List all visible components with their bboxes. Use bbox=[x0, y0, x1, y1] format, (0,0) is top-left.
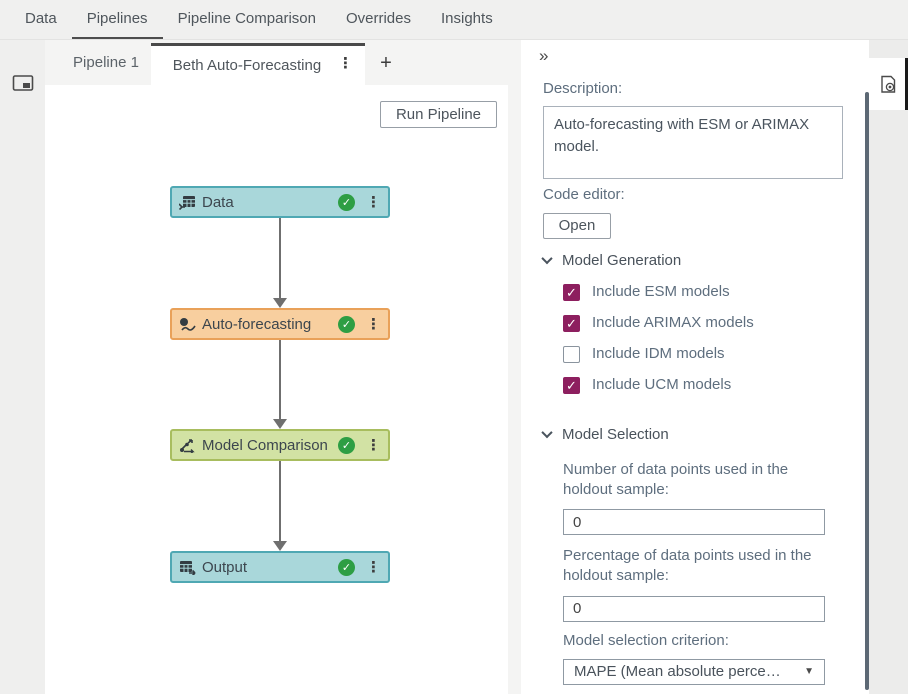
data-table-icon bbox=[179, 195, 196, 210]
collapse-panel-icon[interactable]: » bbox=[539, 46, 549, 65]
holdout-number-input[interactable] bbox=[563, 509, 825, 535]
node-output[interactable]: Output ✓ ⋮ bbox=[170, 551, 390, 583]
node-menu-icon[interactable]: ⋮ bbox=[366, 315, 381, 333]
chevron-down-icon bbox=[541, 426, 553, 439]
top-tab-bar: Data Pipelines Pipeline Comparison Overr… bbox=[0, 0, 908, 40]
pipeline-tab-active[interactable]: Beth Auto-Forecasting ⋮ bbox=[151, 43, 365, 85]
status-complete-icon: ✓ bbox=[338, 315, 355, 333]
holdout-percent-input[interactable] bbox=[563, 595, 825, 622]
chevron-down-icon bbox=[541, 252, 553, 265]
checkbox-row-esm: Include ESM models bbox=[563, 283, 847, 303]
connector-line bbox=[279, 340, 281, 419]
section-model-generation[interactable]: Model Generation bbox=[541, 251, 847, 269]
tab-pipelines[interactable]: Pipelines bbox=[71, 0, 163, 39]
dropdown-arrow-icon: ▼ bbox=[804, 666, 814, 678]
connector-arrowhead bbox=[273, 298, 287, 308]
node-menu-icon[interactable]: ⋮ bbox=[366, 193, 381, 211]
node-label: Output bbox=[202, 558, 248, 576]
include-ucm-checkbox[interactable] bbox=[563, 377, 580, 394]
criterion-dropdown[interactable]: MAPE (Mean absolute perce… ▼ bbox=[563, 658, 825, 685]
checkbox-row-idm: Include IDM models bbox=[563, 345, 847, 365]
node-model-comparison[interactable]: Model Comparison ✓ ⋮ bbox=[170, 429, 390, 461]
properties-tool-button[interactable] bbox=[869, 58, 908, 110]
connector-arrowhead bbox=[273, 541, 287, 551]
active-tool-indicator bbox=[905, 58, 908, 110]
open-code-editor-button[interactable]: Open bbox=[543, 212, 611, 239]
tab-insights[interactable]: Insights bbox=[441, 10, 493, 27]
connector-line bbox=[279, 461, 281, 541]
node-data[interactable]: Data ✓ ⋮ bbox=[170, 186, 390, 218]
right-tool-strip bbox=[869, 40, 908, 694]
tab-menu-icon[interactable]: ⋮ bbox=[338, 55, 353, 72]
panel-divider bbox=[508, 40, 521, 694]
pipeline-tab-label: Beth Auto-Forecasting bbox=[172, 57, 322, 74]
properties-document-icon bbox=[881, 75, 896, 93]
model-comparison-icon bbox=[179, 438, 196, 453]
criterion-label: Model selection criterion: bbox=[563, 631, 729, 649]
add-pipeline-button[interactable]: + bbox=[380, 51, 392, 74]
checkbox-row-arimax: Include ARIMAX models bbox=[563, 314, 847, 334]
section-title: Model Selection bbox=[562, 425, 669, 443]
include-idm-checkbox[interactable] bbox=[563, 346, 580, 363]
checkbox-label: Include ESM models bbox=[592, 283, 730, 301]
node-label: Auto-forecasting bbox=[202, 315, 312, 333]
section-model-selection[interactable]: Model Selection bbox=[541, 425, 847, 443]
show-panel-icon[interactable] bbox=[12, 74, 34, 92]
criterion-value: MAPE (Mean absolute perce… bbox=[574, 663, 781, 681]
tab-pipeline-comparison[interactable]: Pipeline Comparison bbox=[177, 10, 316, 27]
section-title: Model Generation bbox=[562, 251, 682, 269]
tab-overrides[interactable]: Overrides bbox=[345, 10, 411, 27]
left-tool-strip bbox=[0, 40, 45, 694]
code-editor-label: Code editor: bbox=[543, 186, 625, 204]
node-menu-icon[interactable]: ⋮ bbox=[366, 436, 381, 454]
node-menu-icon[interactable]: ⋮ bbox=[366, 558, 381, 576]
include-arimax-checkbox[interactable] bbox=[563, 315, 580, 332]
status-complete-icon: ✓ bbox=[338, 436, 355, 454]
checkbox-row-ucm: Include UCM models bbox=[563, 376, 847, 396]
checkbox-label: Include IDM models bbox=[592, 345, 725, 363]
description-textarea[interactable]: Auto-forecasting with ESM or ARIMAX mode… bbox=[543, 106, 843, 180]
options-panel: » Description: Auto-forecasting with ESM… bbox=[521, 40, 869, 694]
node-auto-forecasting[interactable]: Auto-forecasting ✓ ⋮ bbox=[170, 308, 390, 340]
panel-scrollbar[interactable] bbox=[865, 92, 869, 690]
include-esm-checkbox[interactable] bbox=[563, 284, 580, 301]
node-label: Data bbox=[202, 193, 234, 211]
run-pipeline-button[interactable]: Run Pipeline bbox=[380, 101, 497, 128]
checkbox-label: Include ARIMAX models bbox=[592, 314, 754, 332]
connector-line bbox=[279, 218, 281, 298]
status-complete-icon: ✓ bbox=[338, 558, 355, 576]
holdout-number-label: Number of data points used in the holdou… bbox=[563, 460, 789, 498]
tab-data[interactable]: Data bbox=[25, 10, 57, 27]
checkbox-label: Include UCM models bbox=[592, 376, 732, 394]
node-label: Model Comparison bbox=[202, 436, 328, 454]
auto-forecasting-icon bbox=[179, 317, 196, 332]
pipeline-canvas: Run Pipeline Data ✓ ⋮ bbox=[45, 85, 508, 694]
pipeline-tab-1[interactable]: Pipeline 1 bbox=[73, 54, 139, 71]
description-label: Description: bbox=[543, 80, 623, 97]
pipeline-tab-strip: Pipeline 1 Beth Auto-Forecasting ⋮ + bbox=[45, 40, 521, 85]
output-table-icon bbox=[179, 560, 196, 575]
status-complete-icon: ✓ bbox=[338, 193, 355, 211]
connector-arrowhead bbox=[273, 419, 287, 429]
holdout-percent-label: Percentage of data points used in the ho… bbox=[563, 547, 812, 585]
